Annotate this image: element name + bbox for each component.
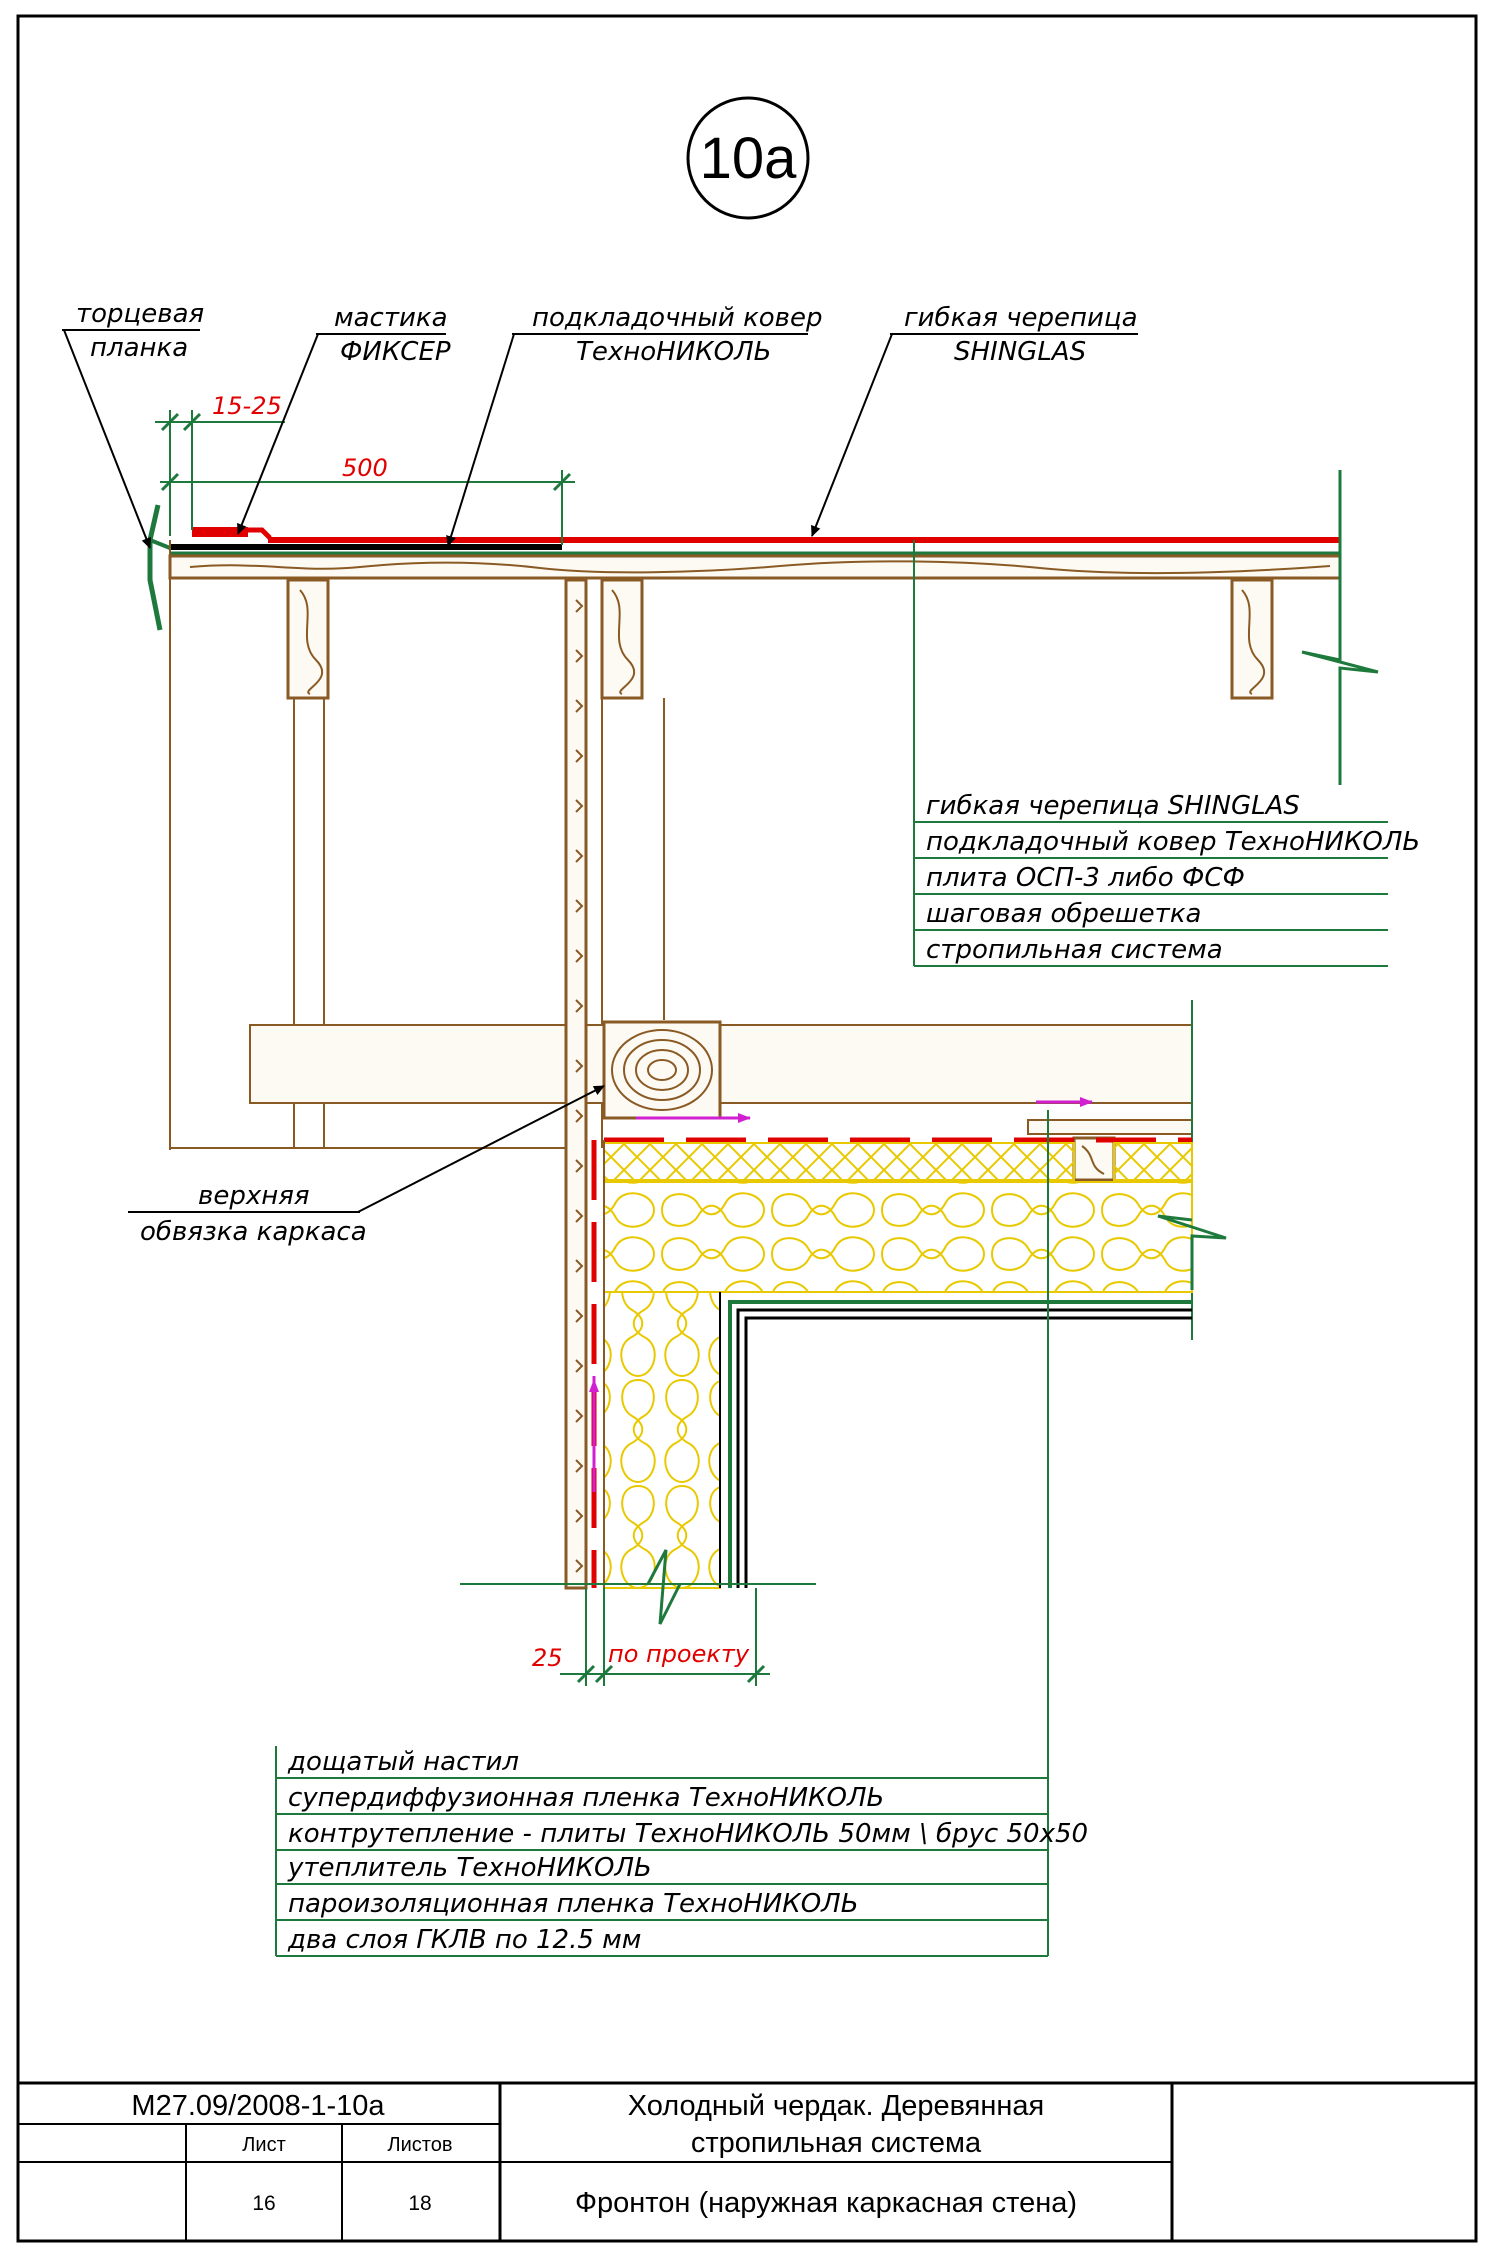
document-code: М27.09/2008-1-10а: [131, 2090, 385, 2122]
sheets-label: Листов: [388, 2134, 453, 2156]
svg-text:подкладочный ковер: подкладочный ковер: [532, 303, 823, 333]
wall-layer-item: супердиффузионная пленка ТехноНИКОЛЬ: [288, 1783, 884, 1813]
callout-shingles: гибкая черепица SHINGLAS: [811, 303, 1138, 537]
roof-section: [147, 470, 1379, 1150]
ceiling-insulation: [603, 1181, 1193, 1293]
callout-top-plate: верхняя обвязка каркаса: [128, 1085, 605, 1247]
sheet-frame: [16, 14, 1478, 2243]
sheet-number: 16: [252, 2192, 275, 2215]
wall-insulation: [603, 1291, 721, 1589]
roof-layer-item: стропильная система: [926, 935, 1223, 965]
svg-text:торцевая: торцевая: [76, 299, 204, 329]
dim-underlay-width: 500: [342, 454, 388, 482]
drawing-subtitle: Фронтон (наружная каркасная стена): [575, 2187, 1077, 2219]
callout-underlay: подкладочный ковер ТехноНИКОЛЬ: [446, 303, 823, 547]
svg-text:верхняя: верхняя: [198, 1181, 310, 1211]
wall-layer-item: дощатый настил: [287, 1747, 519, 1777]
wall-layer-item: пароизоляционная пленка ТехноНИКОЛЬ: [288, 1889, 859, 1919]
dim-by-project: по проекту: [608, 1640, 750, 1668]
dim-overlap: 15-25: [212, 392, 282, 420]
title-block: М27.09/2008-1-10а Лист Листов 16 18 Холо…: [18, 2081, 1476, 2241]
callout-mastic: мастика ФИКСЕР: [237, 303, 451, 535]
sheets-total: 18: [408, 2192, 431, 2215]
roof-layer-item: плита ОСП-3 либо ФСФ: [926, 863, 1245, 893]
dim-gap: 25: [532, 1644, 563, 1672]
svg-text:планка: планка: [90, 333, 188, 363]
detail-mark: 10а: [686, 96, 810, 220]
mastic-strip: [192, 527, 248, 537]
wall-layer-item: два слоя ГКЛВ по 12.5 мм: [287, 1925, 641, 1955]
top-plate: [602, 1020, 722, 1120]
counter-insulation: [603, 1142, 1075, 1181]
wall-layer-list: дощатый настил супердиффузионная пленка …: [275, 1110, 1088, 1957]
roof-layer-item: подкладочный ковер ТехноНИКОЛЬ: [926, 827, 1420, 857]
callout-end-plank: торцевая планка: [62, 299, 204, 549]
roof-layer-item: шаговая обрешетка: [926, 899, 1201, 929]
batten: [600, 578, 644, 700]
drawing-title-line1: Холодный чердак. Деревянная: [628, 2090, 1045, 2122]
end-plank: [147, 504, 163, 631]
wall-layer-item: контрутепление - плиты ТехноНИКОЛЬ 50мм …: [288, 1819, 1088, 1849]
svg-text:мастика: мастика: [334, 303, 448, 333]
svg-text:обвязка каркаса: обвязка каркаса: [140, 1217, 367, 1247]
svg-text:SHINGLAS: SHINGLAS: [954, 337, 1086, 367]
sheathing-board: [564, 578, 588, 1590]
wall-layer-item: утеплитель ТехноНИКОЛЬ: [287, 1853, 652, 1883]
batten: [286, 578, 330, 700]
wall-section: [170, 578, 1227, 1625]
batten: [1230, 578, 1274, 700]
roof-layer-item: гибкая черепица SHINGLAS: [926, 791, 1300, 821]
sheet-label: Лист: [242, 2134, 285, 2156]
detail-mark-text: 10а: [700, 126, 798, 191]
vapour-barrier: [728, 1300, 1192, 1588]
counter-batten: [1072, 1136, 1116, 1182]
bottom-dimensions: 25 по проекту: [532, 1588, 770, 1686]
svg-text:гибкая черепица: гибкая черепица: [904, 303, 1138, 333]
drawing-title-line2: стропильная система: [691, 2127, 982, 2159]
svg-text:ТехноНИКОЛЬ: ТехноНИКОЛЬ: [576, 337, 771, 367]
top-dimensions: 15-25 500: [155, 392, 575, 545]
svg-text:ФИКСЕР: ФИКСЕР: [340, 337, 451, 367]
roof-layer-list: гибкая черепица SHINGLAS подкладочный ко…: [913, 540, 1420, 967]
gypsum-board-1: [736, 1308, 1192, 1588]
gypsum-board-2: [744, 1316, 1192, 1588]
